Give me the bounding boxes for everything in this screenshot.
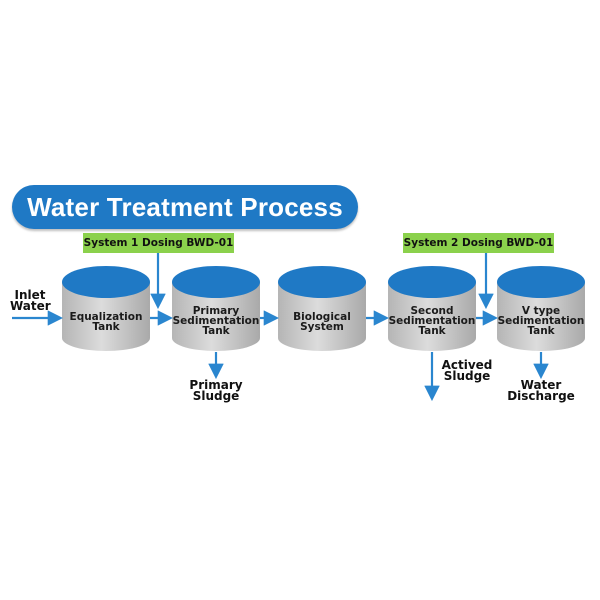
tank-second-sedimentation [388, 266, 476, 351]
tank-primary-sedimentation [172, 266, 260, 351]
tank-biological-system [278, 266, 366, 351]
tank-equalization [62, 266, 150, 351]
title-banner: Water Treatment Process [12, 185, 358, 229]
dosing-system-1-label: System 1 Dosing BWD-01 [83, 233, 234, 253]
dosing-system-2-label: System 2 Dosing BWD-01 [403, 233, 554, 253]
page-title: Water Treatment Process [27, 192, 343, 222]
tank-v-type-sedimentation [497, 266, 585, 351]
